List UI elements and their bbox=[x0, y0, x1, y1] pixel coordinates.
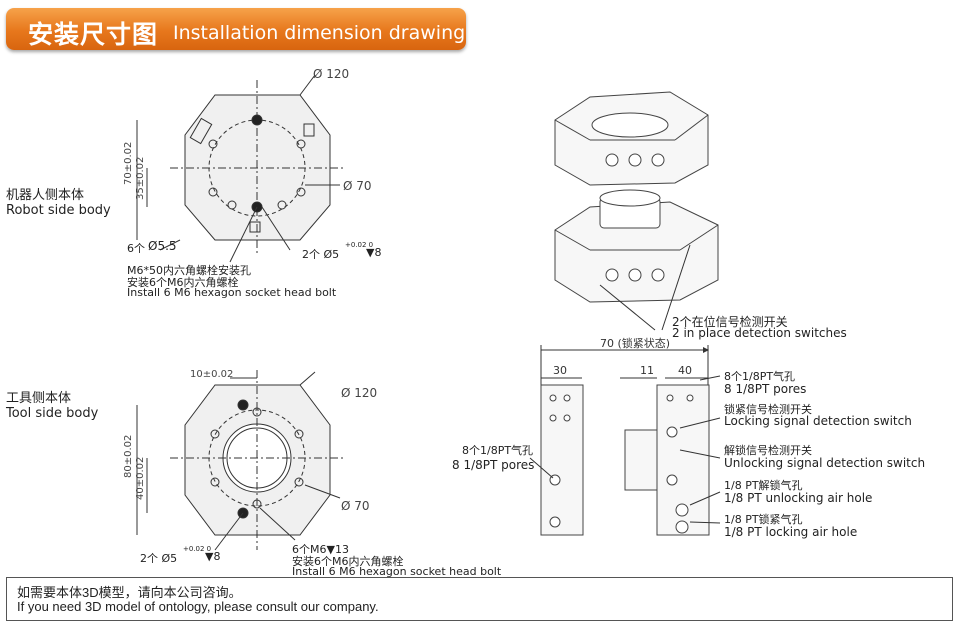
tool-bolt-note-1: 6个M6▼13 bbox=[292, 543, 349, 556]
left-pores-en: 8 1/8PT pores bbox=[452, 458, 535, 472]
callout-unlock-hole-en: 1/8 PT unlocking air hole bbox=[724, 491, 873, 505]
tool-dim-outer: Ø 120 bbox=[341, 386, 377, 400]
side-view-right-part bbox=[624, 384, 710, 536]
robot-side-label-zh: 机器人侧本体 bbox=[6, 188, 85, 203]
robot-dim-bolt-circle: Ø 70 bbox=[343, 179, 372, 193]
tool-dim-top: 10±0.02 bbox=[190, 369, 233, 380]
callout-lock-hole-zh: 1/8 PT锁紧气孔 bbox=[724, 513, 803, 526]
title-banner: 安装尺寸图 Installation dimension drawing bbox=[6, 8, 466, 50]
side-view-callout-lines bbox=[529, 375, 721, 524]
robot-side-label-en: Robot side body bbox=[6, 203, 111, 218]
callout-unlock-hole-zh: 1/8 PT解锁气孔 bbox=[724, 479, 803, 492]
title-en: Installation dimension drawing bbox=[173, 22, 466, 44]
callout-pores-zh: 8个1/8PT气孔 bbox=[724, 370, 796, 383]
footer-line-zh: 如需要本体3D模型，请向本公司咨询。 bbox=[17, 585, 242, 600]
robot-dim-offset: 35±0.02 bbox=[135, 157, 146, 200]
footer-note: 如需要本体3D模型，请向本公司咨询。 If you need 3D model … bbox=[6, 577, 953, 621]
tool-pin-note: 2个 Ø5 bbox=[140, 552, 178, 565]
isometric-lower-part bbox=[554, 189, 719, 331]
robot-pin-note: 2个 Ø5 bbox=[302, 248, 340, 261]
tool-side-label-en: Tool side body bbox=[6, 406, 99, 421]
tool-bolt-note-3: Install 6 M6 hexagon socket head bolt bbox=[292, 565, 502, 578]
tool-pin-tol: +0.02 0 bbox=[183, 545, 212, 553]
tool-side-plan-view bbox=[136, 370, 345, 551]
callout-unlocking-switch-en: Unlocking signal detection switch bbox=[724, 456, 926, 470]
robot-bolt-note-2: 安装6个M6内六角螺栓 bbox=[127, 276, 239, 289]
callout-locking-switch-zh: 锁紧信号检测开关 bbox=[724, 403, 812, 416]
robot-side-plan-view bbox=[136, 74, 345, 263]
robot-pin-depth: ▼8 bbox=[366, 246, 382, 259]
title-zh: 安装尺寸图 bbox=[28, 20, 159, 49]
callout-lock-hole-en: 1/8 PT locking air hole bbox=[724, 525, 858, 539]
switch-label-zh: 2个在位信号检测开关 bbox=[672, 315, 788, 329]
switch-label-en: 2 in place detection switches bbox=[672, 326, 847, 340]
tool-dim-bolt-circle: Ø 70 bbox=[341, 499, 370, 513]
side-dim-right: 40 bbox=[678, 364, 692, 377]
robot-holes-dia: Ø5.5 bbox=[148, 239, 177, 253]
robot-pin-tol: +0.02 0 bbox=[345, 241, 374, 249]
robot-bolt-note-3: Install 6 M6 hexagon socket head bolt bbox=[127, 286, 337, 299]
callout-unlocking-switch-zh: 解锁信号检测开关 bbox=[724, 444, 812, 457]
tool-dim-height: 80±0.02 bbox=[123, 435, 134, 478]
isometric-upper-part bbox=[554, 91, 709, 186]
side-dim-gap: 11 bbox=[640, 364, 654, 377]
tool-pin-depth: ▼8 bbox=[205, 550, 221, 563]
robot-dim-outer: Ø 120 bbox=[313, 67, 349, 81]
callout-locking-switch-en: Locking signal detection switch bbox=[724, 414, 912, 428]
robot-holes-count: 6个 bbox=[127, 242, 145, 255]
tool-side-label-zh: 工具侧本体 bbox=[6, 391, 72, 406]
side-dim-left: 30 bbox=[553, 364, 567, 377]
left-pores-zh: 8个1/8PT气孔 bbox=[462, 444, 534, 457]
tool-bolt-note-2: 安装6个M6内六角螺栓 bbox=[292, 555, 404, 568]
footer-line-en: If you need 3D model of ontology, please… bbox=[17, 599, 379, 614]
tool-dim-offset: 40±0.02 bbox=[135, 457, 146, 500]
side-view-left-part bbox=[540, 384, 584, 536]
robot-bolt-note-1: M6*50内六角螺栓安装孔 bbox=[127, 264, 251, 277]
robot-dim-height: 70±0.02 bbox=[123, 142, 134, 185]
callout-pores-en: 8 1/8PT pores bbox=[724, 382, 807, 396]
side-dim-total: 70 (锁紧状态) bbox=[600, 336, 670, 350]
